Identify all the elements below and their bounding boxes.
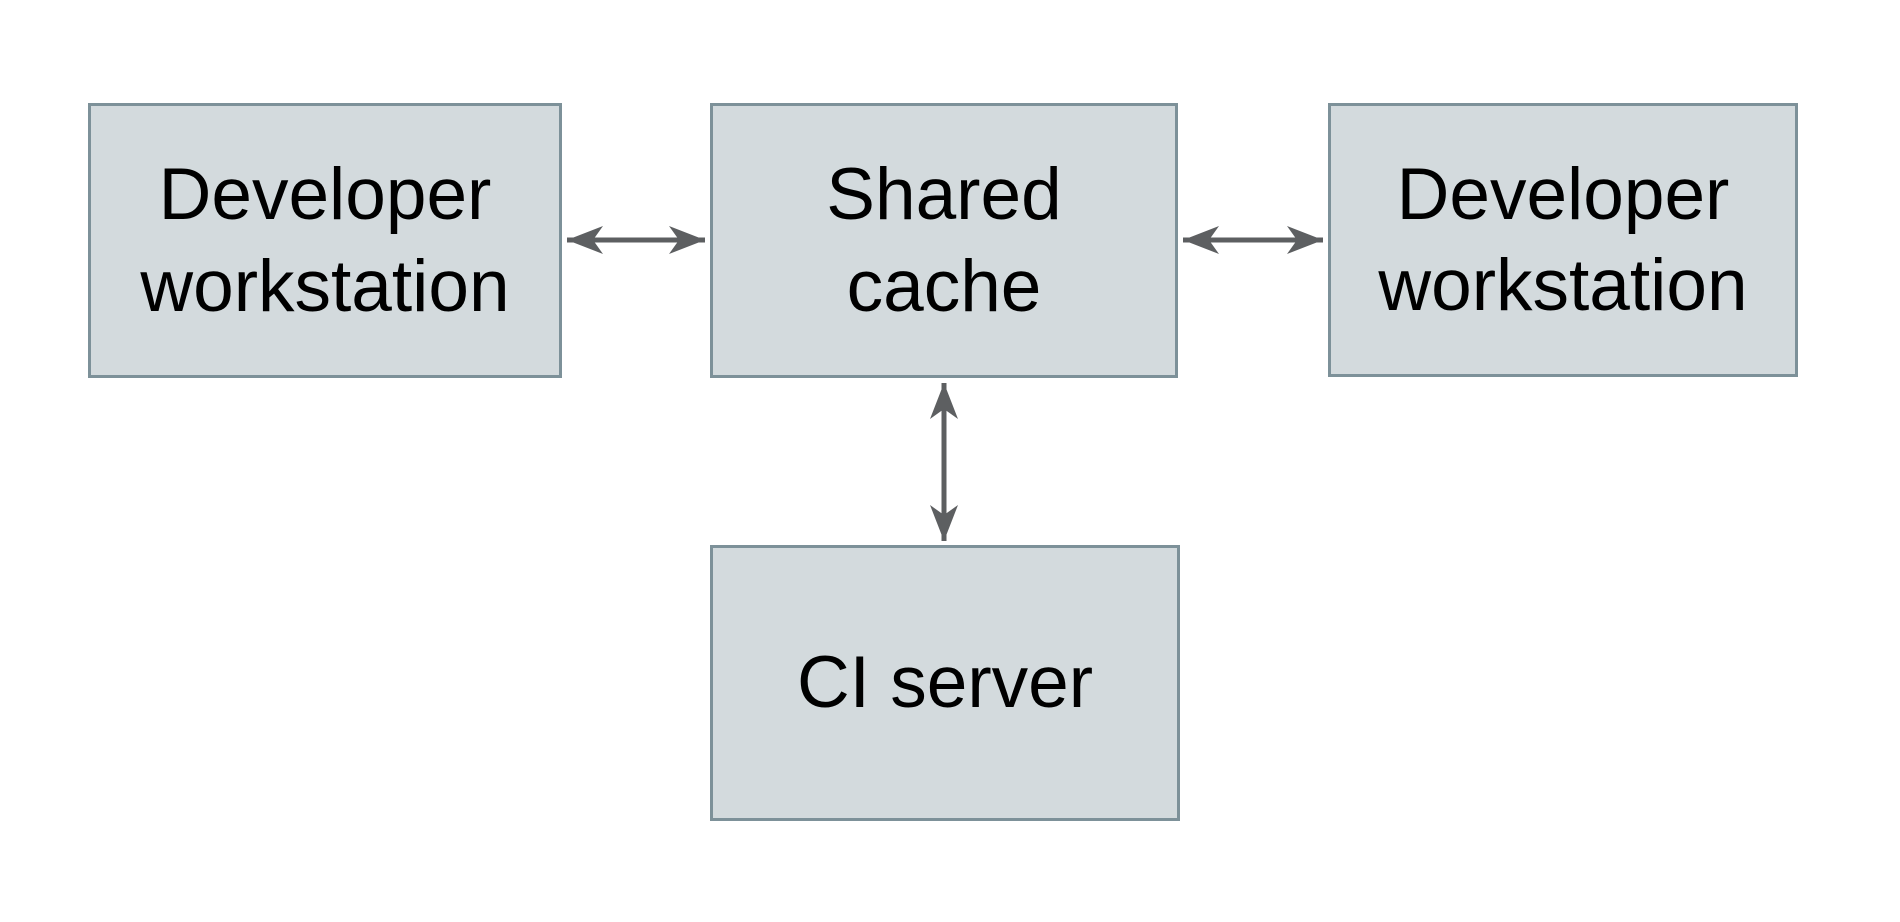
node-developer-workstation-left-label: Developer workstation xyxy=(140,154,510,327)
node-ci-server-label: CI server xyxy=(796,642,1094,724)
node-ci-server: CI server xyxy=(710,545,1180,821)
node-developer-workstation-right: Developer workstation xyxy=(1328,103,1798,377)
node-shared-cache-label: Shared cache xyxy=(826,154,1062,327)
node-developer-workstation-right-label: Developer workstation xyxy=(1378,153,1748,326)
node-shared-cache: Shared cache xyxy=(710,103,1178,378)
node-developer-workstation-left: Developer workstation xyxy=(88,103,562,378)
